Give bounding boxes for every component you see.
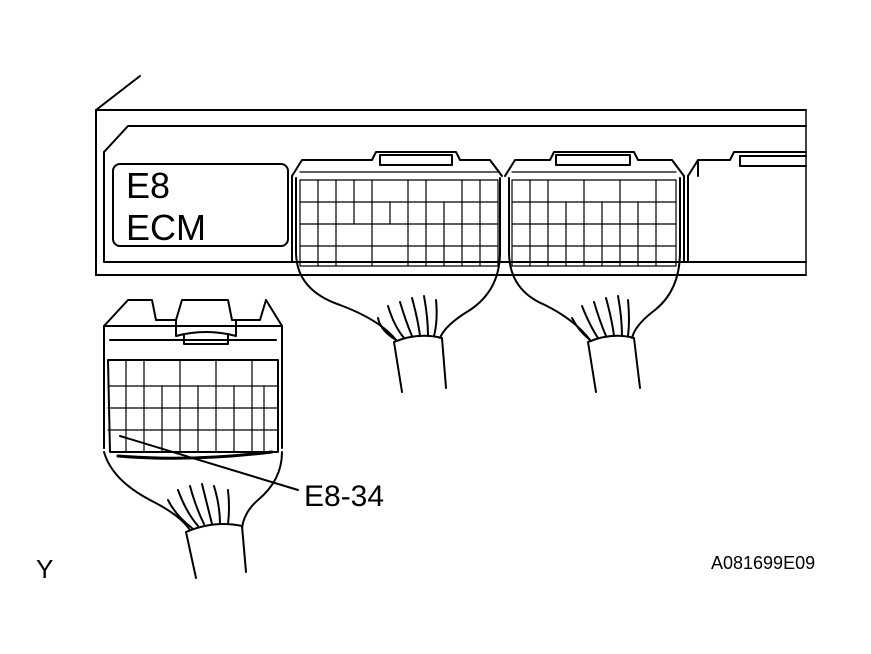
- ecm-unit-name: ECM: [126, 207, 206, 248]
- corner-mark: Y: [36, 554, 53, 584]
- ecm-socket-1: [291, 151, 503, 263]
- ecm-socket-3: [687, 151, 807, 263]
- harness-connector-1: [295, 171, 501, 393]
- figure-code: A081699E09: [711, 553, 815, 573]
- pin-callout-label: E8-34: [304, 480, 384, 513]
- ecm-socket-2: [504, 151, 685, 263]
- ecm-connector-id: E8: [126, 165, 170, 206]
- harness-connector-2: [508, 171, 681, 393]
- ecm-label-box: [112, 163, 289, 247]
- ecm-housing: [95, 75, 807, 276]
- callout-leader-line: [119, 435, 299, 491]
